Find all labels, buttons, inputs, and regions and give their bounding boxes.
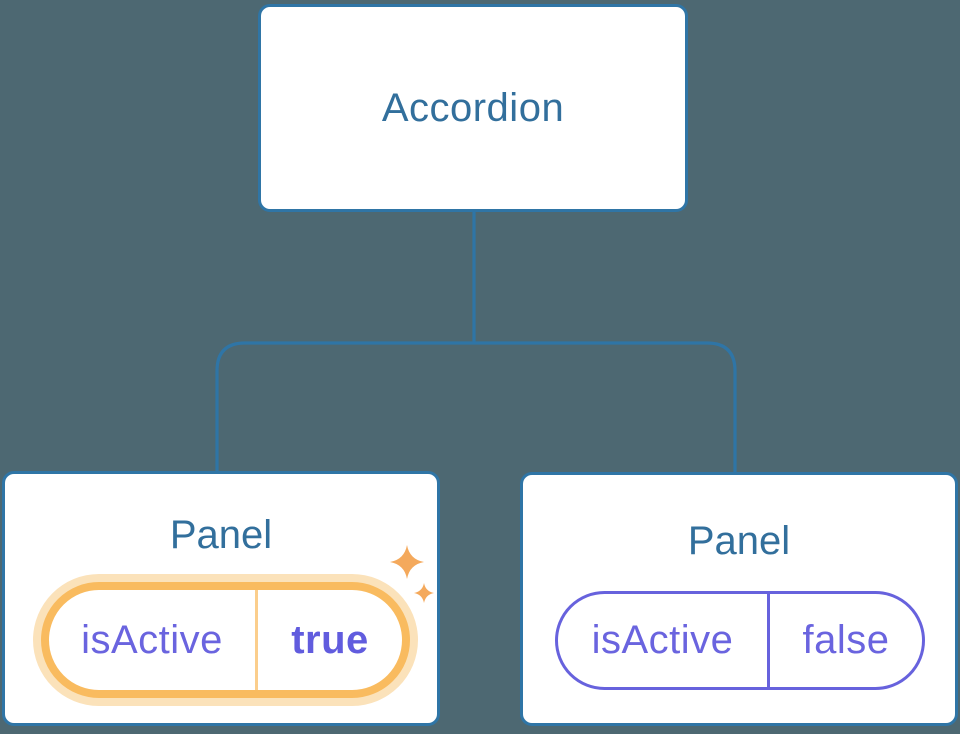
state-pill-inactive: isActive false bbox=[555, 591, 925, 690]
panel-title: Panel bbox=[169, 513, 273, 557]
state-key-label: isActive bbox=[591, 618, 734, 662]
state-pill-active: isActive true bbox=[41, 582, 410, 698]
accordion-node: Accordion bbox=[258, 4, 688, 212]
state-pill-divider bbox=[255, 590, 258, 690]
panel-node-inactive: Panel isActive false bbox=[520, 472, 958, 726]
panel-node-active: Panel isActive true bbox=[2, 471, 440, 726]
panel-title: Panel bbox=[687, 519, 791, 563]
sparkle-small-icon bbox=[414, 583, 434, 603]
state-value-label: false bbox=[802, 618, 890, 662]
state-key-label: isActive bbox=[81, 617, 223, 662]
state-pill-divider bbox=[767, 594, 770, 687]
sparkle-large-icon bbox=[390, 545, 424, 579]
state-value-label: true bbox=[291, 617, 369, 662]
accordion-node-label: Accordion bbox=[381, 85, 565, 130]
sparkles-group bbox=[390, 545, 434, 603]
